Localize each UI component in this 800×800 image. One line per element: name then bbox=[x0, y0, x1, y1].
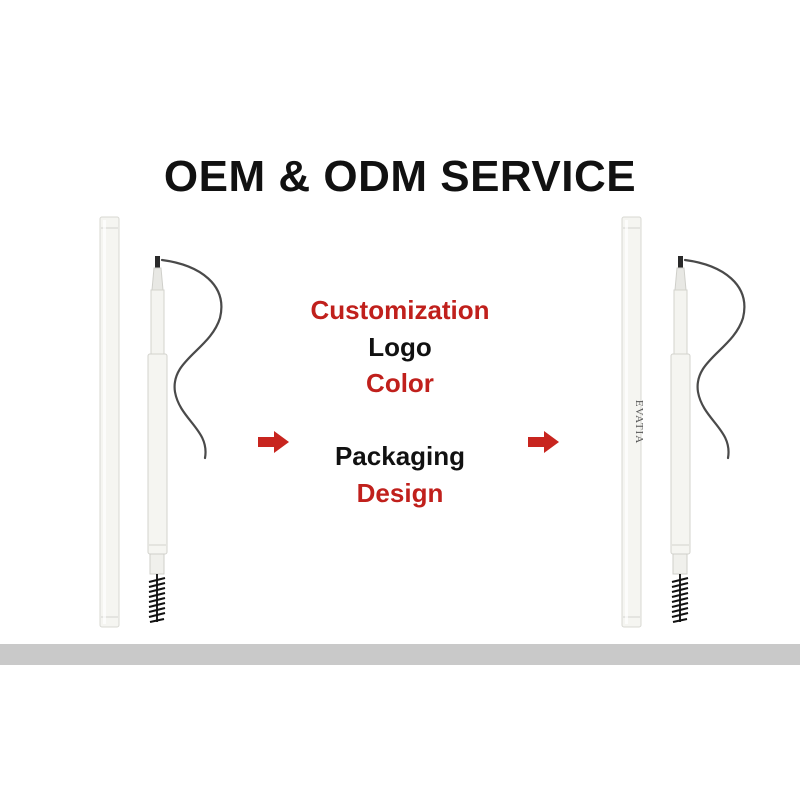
service-logo: Logo bbox=[368, 332, 432, 362]
service-design: Design bbox=[356, 478, 444, 508]
closed-pencil-left bbox=[99, 216, 120, 628]
brand-logo: EVATIA bbox=[633, 400, 645, 444]
arrow-right-icon bbox=[528, 431, 559, 453]
service-color: Color bbox=[366, 368, 434, 398]
stroke-swatch-left bbox=[160, 258, 223, 460]
arrow-right-icon bbox=[258, 431, 289, 453]
service-customization: Customization bbox=[310, 295, 490, 325]
floor-band bbox=[0, 644, 800, 665]
page-title: OEM & ODM SERVICE bbox=[163, 152, 637, 201]
stroke-swatch-right bbox=[683, 258, 746, 460]
open-pencil-right bbox=[670, 256, 691, 623]
service-packaging: Packaging bbox=[334, 441, 466, 471]
open-pencil-left bbox=[147, 256, 168, 623]
closed-pencil-right bbox=[621, 216, 642, 628]
